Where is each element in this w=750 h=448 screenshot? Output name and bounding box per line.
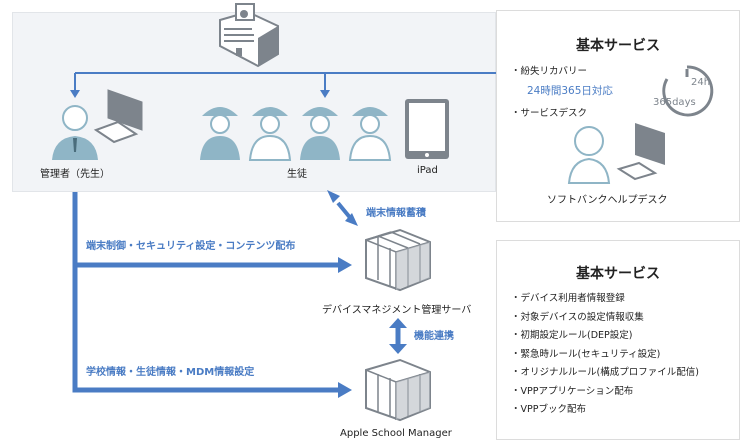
clock-24h-icon bbox=[662, 65, 714, 117]
help-desk-label: ソフトバンクヘルプデスク bbox=[547, 195, 668, 206]
asm-label: Apple School Manager bbox=[340, 428, 452, 439]
mdm-server-label: デバイスマネジメント管理サーバ bbox=[322, 305, 472, 316]
arrowhead-asm bbox=[338, 382, 352, 398]
ipad-icon bbox=[405, 99, 449, 159]
arrowhead-admin bbox=[70, 90, 80, 98]
service-item: VPPブック配布 bbox=[511, 401, 699, 420]
student-girl-icon bbox=[348, 107, 392, 161]
service-item: 初期設定ルール(DEP設定) bbox=[511, 327, 699, 346]
students-label: 生徒 bbox=[287, 169, 307, 180]
integration-label: 機能連携 bbox=[414, 331, 454, 342]
service-item: デバイス利用者情報登録 bbox=[511, 290, 699, 309]
desktop-computer-icon bbox=[93, 89, 143, 144]
school-info-label: 学校情報・生徒情報・MDM情報設定 bbox=[86, 367, 255, 378]
arrowhead-students bbox=[320, 90, 330, 98]
students-icon bbox=[200, 107, 392, 161]
support-service-panel: 基本サービス 紛失リカバリー 24時間365日対応 サービスデスク 24h 36… bbox=[496, 10, 740, 222]
clock-24h-text: 24h bbox=[691, 77, 711, 88]
control-label: 端末制御・セキュリティ設定・コンテンツ配布 bbox=[86, 241, 296, 252]
service-item: 対象デバイスの設定情報収集 bbox=[511, 309, 699, 328]
arrowhead-mdm bbox=[338, 257, 352, 273]
asm-server-icon bbox=[365, 358, 431, 422]
service-hours: 24時間365日対応 bbox=[527, 85, 613, 97]
service-item: サービスデスク bbox=[511, 105, 588, 124]
admin-label: 管理者（先生） bbox=[40, 169, 110, 180]
service-list: デバイス利用者情報登録 対象デバイスの設定情報収集 初期設定ルール(DEP設定)… bbox=[511, 290, 699, 420]
school-building-icon bbox=[219, 3, 279, 68]
service-item: 紛失リカバリー bbox=[511, 63, 588, 82]
service-item: 緊急時ルール(セキュリティ設定) bbox=[511, 346, 699, 365]
admin-trunk-line bbox=[72, 192, 340, 393]
ipad-label: iPad bbox=[417, 165, 438, 176]
panel-title: 基本サービス bbox=[576, 38, 660, 54]
mdm-service-panel: 基本サービス デバイス利用者情報登録 対象デバイスの設定情報収集 初期設定ルール… bbox=[496, 240, 740, 440]
help-desk-operator-icon bbox=[567, 123, 665, 184]
device-info-label: 端末情報蓄積 bbox=[366, 208, 426, 219]
clock-365-text: 365days bbox=[653, 97, 696, 108]
mdm-server-icon bbox=[365, 228, 431, 292]
service-item: オリジナルルール(構成プロファイル配信) bbox=[511, 364, 699, 383]
student-boy-icon bbox=[300, 107, 340, 160]
student-boy-icon bbox=[200, 107, 240, 160]
student-girl-icon bbox=[248, 107, 292, 161]
top-distribution-line bbox=[74, 72, 505, 92]
panel-title: 基本サービス bbox=[576, 266, 660, 282]
service-item: VPPアプリケーション配布 bbox=[511, 383, 699, 402]
admin-teacher-icon bbox=[52, 105, 98, 160]
